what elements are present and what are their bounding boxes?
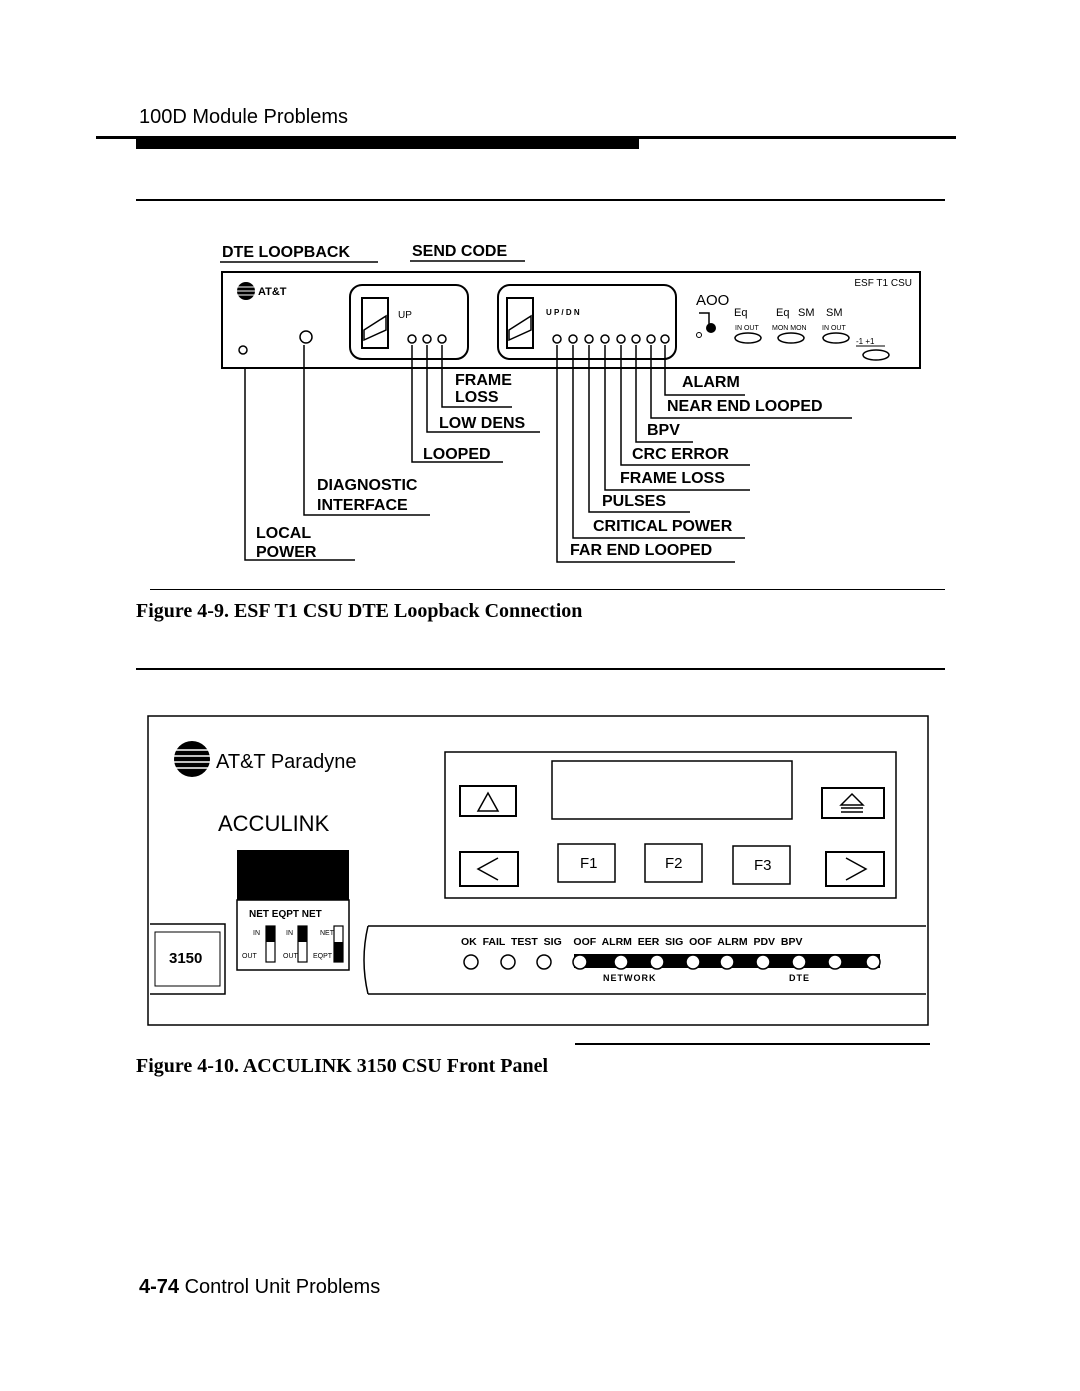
f3-label: F3 bbox=[754, 857, 772, 874]
figure1-bottom-rule bbox=[150, 589, 945, 590]
callout-near-end-looped: NEAR END LOOPED bbox=[667, 398, 823, 415]
switch-block-cover bbox=[237, 850, 349, 900]
switch-block bbox=[236, 899, 350, 971]
sm-label-2: SM bbox=[826, 307, 843, 319]
right-arrow-button[interactable] bbox=[825, 851, 885, 887]
switch-in-label-1: IN bbox=[253, 930, 260, 937]
dte-loopback-label: DTE LOOPBACK bbox=[222, 244, 350, 261]
switch-in-label-2: IN bbox=[286, 930, 293, 937]
eq-jack bbox=[734, 332, 762, 344]
switch-out-label-2: OUT bbox=[283, 953, 299, 960]
switch1-up-label: UP bbox=[398, 310, 412, 321]
figure2-bottom-rule bbox=[575, 1043, 930, 1045]
eq-label-2: Eq bbox=[776, 307, 789, 319]
esf-t1-csu-diagram: DTE LOOPBACK SEND CODE ESF T1 CSU AT&T U… bbox=[220, 243, 921, 563]
led-labels: OK FAIL TEST SIG OOF ALRM EER SIG OOF AL… bbox=[461, 936, 802, 948]
f1-label: F1 bbox=[580, 855, 598, 872]
f2-button[interactable]: F2 bbox=[644, 843, 703, 883]
mon-mon-label: MON MON bbox=[772, 325, 807, 332]
panel-outline bbox=[147, 715, 929, 1026]
dte-loopback-switch bbox=[361, 297, 389, 349]
dte-loopback-module bbox=[349, 284, 469, 360]
send-code-label: SEND CODE bbox=[412, 243, 507, 260]
unit-model-label: ESF T1 CSU bbox=[854, 278, 912, 289]
chevron-left-icon bbox=[476, 857, 499, 881]
footer-title: Control Unit Problems bbox=[184, 1276, 381, 1298]
eq-label-1: Eq bbox=[734, 307, 747, 319]
callout-alarm: ALARM bbox=[682, 374, 740, 391]
triangle-up-icon bbox=[476, 791, 500, 812]
eject-icon bbox=[839, 792, 865, 806]
callout-looped: LOOPED bbox=[423, 446, 491, 463]
product-name: ACCULINK bbox=[218, 811, 330, 836]
callout-low-dens: LOW DENS bbox=[439, 415, 526, 432]
callout-crc-error: CRC ERROR bbox=[632, 446, 729, 463]
brand-text: AT&T Paradyne bbox=[216, 751, 356, 773]
mon-jack bbox=[777, 332, 805, 344]
local-power-led bbox=[238, 345, 248, 355]
aoo-label: AOO bbox=[696, 292, 729, 309]
dte-label: DTE bbox=[789, 973, 810, 983]
send-code-module bbox=[497, 284, 677, 360]
plus-minus-label: -1 +1 bbox=[856, 337, 875, 346]
callout-frame-loss: FRAME LOSS bbox=[620, 470, 725, 487]
in-out-label-2: IN OUT bbox=[822, 325, 846, 332]
home-button[interactable] bbox=[821, 787, 885, 819]
in-out-label: IN OUT bbox=[735, 325, 759, 332]
switch-header: NET EQPT NET bbox=[249, 909, 322, 920]
att-globe-icon bbox=[174, 741, 210, 777]
callout-frame-loss-2: LOSS bbox=[455, 389, 499, 406]
model-number: 3150 bbox=[169, 950, 202, 967]
diagnostic-interface-port bbox=[299, 330, 313, 344]
chevron-right-icon bbox=[845, 857, 868, 881]
up-arrow-button[interactable] bbox=[459, 785, 517, 817]
callout-bpv: BPV bbox=[647, 422, 680, 439]
switch2-updn-label: U P / D N bbox=[546, 308, 580, 317]
callout-pulses: PULSES bbox=[602, 493, 666, 510]
acculink-front-panel: AT&T Paradyne ACCULINK F1 F2 F3 3150 NET… bbox=[147, 715, 929, 1026]
f1-button[interactable]: F1 bbox=[557, 843, 616, 883]
figure1-top-rule bbox=[136, 199, 945, 201]
page-footer: 4-74 Control Unit Problems bbox=[139, 1276, 380, 1299]
switch-out-label-1: OUT bbox=[242, 953, 258, 960]
level-jack bbox=[862, 349, 890, 361]
left-arrow-button[interactable] bbox=[459, 851, 519, 887]
sm-jack bbox=[822, 332, 850, 344]
callout-far-end-looped: FAR END LOOPED bbox=[570, 542, 712, 559]
page-header-title: 100D Module Problems bbox=[139, 106, 348, 128]
f2-label: F2 bbox=[665, 855, 683, 872]
send-code-switch bbox=[506, 297, 534, 349]
sm-label-1: SM bbox=[798, 307, 815, 319]
figure1-caption: Figure 4-9. ESF T1 CSU DTE Loopback Conn… bbox=[136, 600, 583, 622]
header-rule-thin bbox=[96, 136, 956, 139]
f3-button[interactable]: F3 bbox=[732, 845, 791, 885]
keypad-area bbox=[444, 751, 897, 899]
figure2-top-rule bbox=[136, 668, 945, 670]
callout-local-1: LOCAL bbox=[256, 525, 311, 542]
switch-net-label: NET bbox=[320, 930, 335, 937]
csu-unit-body bbox=[221, 271, 921, 369]
network-label: NETWORK bbox=[603, 973, 657, 983]
att-globe-icon bbox=[236, 282, 256, 300]
send-code-leds bbox=[552, 334, 670, 344]
dip-switches[interactable] bbox=[265, 925, 344, 963]
status-leds bbox=[463, 954, 881, 970]
callout-diagnostic-1: DIAGNOSTIC bbox=[317, 477, 418, 494]
callout-frame-loss-1: FRAME bbox=[455, 372, 512, 389]
model-bracket bbox=[150, 923, 226, 995]
header-rule-thick bbox=[136, 137, 639, 149]
figure2-caption: Figure 4-10. ACCULINK 3150 CSU Front Pan… bbox=[136, 1055, 549, 1077]
callout-diagnostic-2: INTERFACE bbox=[317, 497, 408, 514]
page-number: 4-74 bbox=[139, 1276, 180, 1298]
att-logo-text: AT&T bbox=[258, 286, 287, 298]
lcd-display bbox=[551, 760, 793, 820]
switch-eqpt-label: EQPT bbox=[313, 953, 333, 960]
callout-critical-power: CRITICAL POWER bbox=[593, 518, 733, 535]
callout-local-2: POWER bbox=[256, 544, 317, 561]
